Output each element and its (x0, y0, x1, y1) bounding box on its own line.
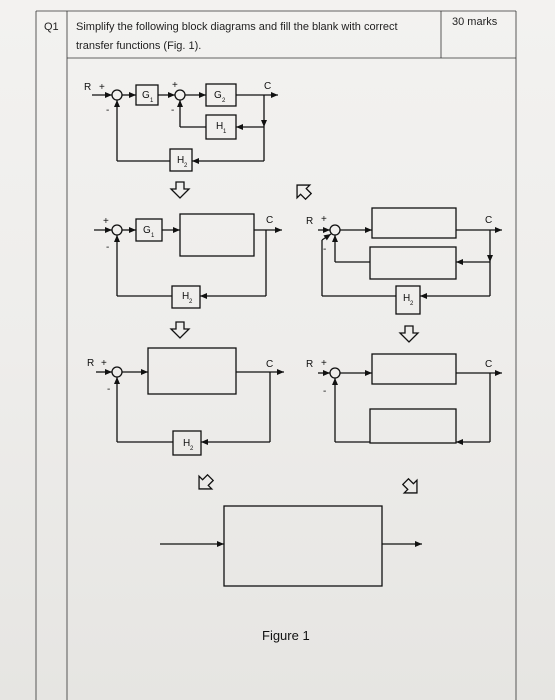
d5-output-label: C (485, 359, 492, 370)
d3-h2-sub: 2 (190, 446, 194, 452)
d5-input-label: R (306, 359, 313, 370)
d1-h2-label: H (177, 155, 184, 166)
step-arrow-down-1 (169, 181, 191, 199)
d1-g2-label: G (214, 90, 222, 101)
d2-g1-label: G (143, 225, 151, 236)
step-arrow-diag-3 (401, 477, 418, 494)
d1-g1-sub: 1 (150, 98, 154, 104)
d1-g2-sub: 2 (222, 98, 226, 104)
diagram-4-step (318, 207, 502, 315)
step-arrow-diag-2 (198, 473, 215, 490)
d3-plus: + (101, 358, 107, 369)
d2-h2-label: H (182, 291, 189, 302)
d2-g1-sub: 1 (151, 233, 155, 239)
question-number: Q1 (44, 21, 59, 33)
d4-plus: + (321, 214, 327, 225)
d1-h1-label: H (216, 121, 223, 132)
step-arrow-diag-1 (296, 184, 313, 201)
d4-minus: - (323, 244, 326, 255)
d1-plus-2: + (172, 80, 178, 91)
d2-minus: - (106, 242, 109, 253)
d2-h2-sub: 2 (189, 299, 193, 305)
diagram-1-original (92, 83, 278, 172)
d4-input-label: R (306, 216, 313, 227)
final-block (160, 505, 422, 587)
d5-minus: - (323, 386, 326, 397)
d4-h2-label: H (403, 293, 410, 304)
d1-minus-1: - (106, 105, 109, 116)
step-arrow-down-3 (398, 325, 420, 343)
question-text: Simplify the following block diagrams an… (76, 21, 398, 52)
d5-plus: + (321, 358, 327, 369)
d3-minus: - (107, 384, 110, 395)
figure-caption: Figure 1 (262, 628, 310, 643)
d3-output-label: C (266, 359, 273, 370)
diagram-5-step (318, 353, 502, 445)
d1-plus-1: + (99, 82, 105, 93)
d1-minus-2: - (171, 105, 174, 116)
step-arrow-down-2 (169, 321, 191, 339)
table-grid (35, 10, 517, 700)
d4-h2-sub: 2 (410, 301, 414, 307)
d1-input-label: R (84, 82, 91, 93)
diagram-2-step (94, 213, 282, 309)
d1-h2-sub: 2 (184, 163, 188, 169)
d2-output-label: C (266, 215, 273, 226)
diagram-3-step (96, 347, 284, 456)
d3-input-label: R (87, 358, 94, 369)
d1-g1-label: G (142, 90, 150, 101)
d1-output-label: C (264, 81, 271, 92)
d2-plus: + (103, 216, 109, 227)
d1-h1-sub: 1 (223, 129, 227, 135)
d4-output-label: C (485, 215, 492, 226)
d3-h2-label: H (183, 438, 190, 449)
marks-label: 30 marks (452, 16, 498, 28)
